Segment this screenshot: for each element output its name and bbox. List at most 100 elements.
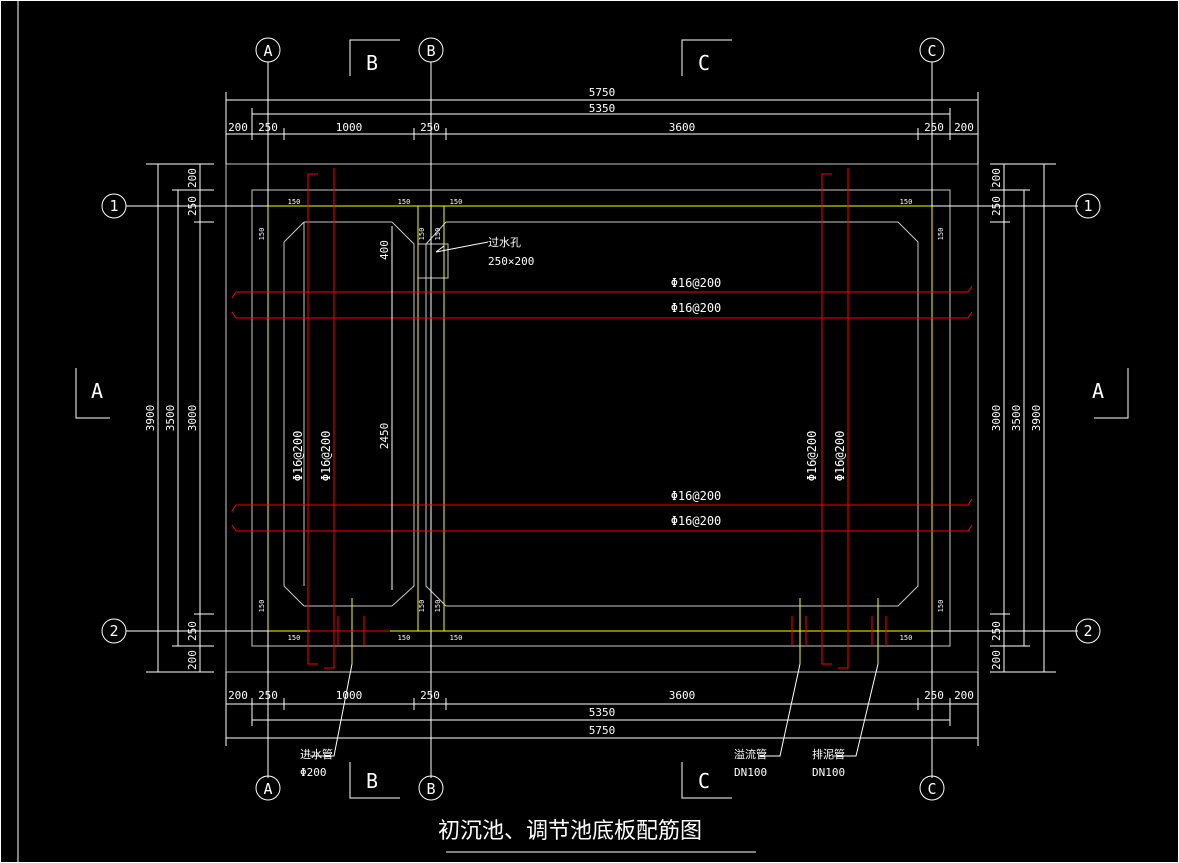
dim-right-seg-2: 250: [990, 196, 1003, 216]
dim-right-mid: 3500: [1010, 405, 1023, 432]
haunch-left: [283, 221, 305, 607]
axis-label-C-bottom: C: [927, 780, 936, 798]
axis-label-A-bottom: A: [263, 780, 272, 798]
axis-label-B-top: B: [426, 42, 435, 60]
hole-size: 250×200: [488, 255, 534, 268]
dim-bottom-seg-4: 250: [420, 689, 440, 702]
rebar-label-h1: Φ16@200: [671, 276, 722, 290]
rebar-label-h2: Φ16@200: [671, 301, 722, 315]
rebar-v-left-1: [307, 173, 318, 665]
axis-label-B-bottom: B: [426, 780, 435, 798]
slab-outline-inner: [251, 189, 951, 647]
haunch-mid-left: [391, 221, 415, 607]
dim-top-seg-6: 250: [924, 121, 944, 134]
haunch-label-8: 150: [900, 634, 913, 642]
rebar-label-h4: Φ16@200: [671, 514, 722, 528]
haunch-mid-right: [425, 221, 447, 607]
dim-lines-right: [990, 163, 1056, 673]
dim-top-seg-4: 250: [420, 121, 440, 134]
dim-bottom-inner: 5350: [589, 706, 616, 719]
dim-bottom-total: 5750: [589, 724, 616, 737]
dim-left-seg-1: 200: [186, 168, 199, 188]
rebar-h-3: [231, 498, 973, 512]
dim-left-seg-4: 200: [186, 650, 199, 670]
section-mark-top-left: [349, 39, 400, 76]
rebar-label-h3: Φ16@200: [671, 489, 722, 503]
dim-right-seg-3: 250: [990, 621, 1003, 641]
dim-right-seg-4: 200: [990, 650, 1003, 670]
wall-line-left: [303, 221, 392, 607]
haunch-label-5: 150: [288, 634, 301, 642]
rebar-label-v1: Φ16@200: [291, 431, 305, 482]
dim-top-seg-2: 250: [258, 121, 278, 134]
dim-left-seg-2: 250: [186, 196, 199, 216]
pipe-inlet-size: Φ200: [300, 766, 327, 779]
rebar-v-left-2: [324, 168, 335, 669]
axis-label-1-right: 1: [1083, 197, 1092, 215]
dim-left-inner: 3000: [186, 405, 199, 432]
dim-right-inner: 3000: [990, 405, 1003, 432]
dim-top-seg-7: 200: [954, 121, 974, 134]
axis-label-2-right: 2: [1083, 622, 1092, 640]
axis-label-A-top: A: [263, 42, 272, 60]
wall-line-right: [446, 221, 919, 607]
haunch-label-3: 150: [450, 198, 463, 206]
section-label-bottom-right: C: [698, 769, 710, 793]
rebar-h-1: [231, 285, 973, 299]
dim-left-seg-3: 250: [186, 621, 199, 641]
dim-left-mid: 3500: [164, 405, 177, 432]
pipe-sludge: [871, 598, 887, 664]
rebar-h-2: [231, 311, 973, 319]
dim-lines-left: [146, 163, 214, 673]
dim-2450: 2450: [378, 423, 391, 450]
axis-bubble-1-left: [101, 193, 127, 219]
section-mark-top-right: [681, 39, 732, 76]
axis-bubble-2-left: [101, 618, 127, 644]
axis-label-2-left: 2: [109, 622, 118, 640]
drawing-title: 初沉池、调节池底板配筋图: [438, 819, 702, 844]
pipe-overflow-size: DN100: [734, 766, 767, 779]
dim-400: 400: [378, 240, 391, 260]
dim-bottom-seg-1: 200: [228, 689, 248, 702]
haunch-label-12: 150: [937, 228, 945, 241]
leader-inlet: [310, 663, 353, 757]
axis-bubble-C-top: [919, 37, 945, 63]
dim-top-seg-3: 1000: [336, 121, 363, 134]
pipe-sludge-label: 排泥管: [812, 747, 845, 761]
pipe-inlet: [310, 598, 390, 664]
pipe-overflow-label: 溢流管: [734, 747, 767, 761]
section-mark-right: [1094, 368, 1129, 419]
section-mark-bottom-right: [681, 762, 732, 799]
haunch-label-7: 150: [450, 634, 463, 642]
rebar-label-v2: Φ16@200: [319, 431, 333, 482]
dim-top-seg-5: 3600: [669, 121, 696, 134]
leader-overflow: [760, 663, 801, 757]
dim-lines-bottom: [225, 672, 979, 746]
leader-hole: [435, 241, 489, 253]
axis-bubble-1-right: [1075, 193, 1101, 219]
pipe-inlet-label: 进水管: [300, 747, 333, 761]
rebar-v-right-1: [821, 173, 832, 665]
hole-label: 过水孔: [488, 236, 521, 249]
axis-bubble-A-bottom: [255, 775, 281, 801]
rebar-label-v4: Φ16@200: [833, 431, 847, 482]
section-mark-bottom-left: [349, 762, 400, 799]
haunch-label-15: 150: [434, 600, 442, 613]
section-label-top-left: B: [366, 51, 378, 75]
rebar-v-right-2: [838, 168, 849, 669]
dim-top-seg-1: 200: [228, 121, 248, 134]
haunch-label-1: 150: [288, 198, 301, 206]
haunch-label-11: 150: [434, 228, 442, 241]
dim-bottom-seg-6: 250: [924, 689, 944, 702]
dim-lines-top: [225, 92, 979, 164]
haunch-label-2: 150: [398, 198, 411, 206]
dim-bottom-seg-7: 200: [954, 689, 974, 702]
axis-bubble-C-bottom: [919, 775, 945, 801]
pipe-overflow: [791, 598, 807, 664]
dim-left-outer: 3900: [144, 405, 157, 432]
rebar-label-v3: Φ16@200: [805, 431, 819, 482]
axis-label-1-left: 1: [109, 197, 118, 215]
axis-bubble-B-top: [418, 37, 444, 63]
pipe-sludge-size: DN100: [812, 766, 845, 779]
axis-bubble-A-top: [255, 37, 281, 63]
